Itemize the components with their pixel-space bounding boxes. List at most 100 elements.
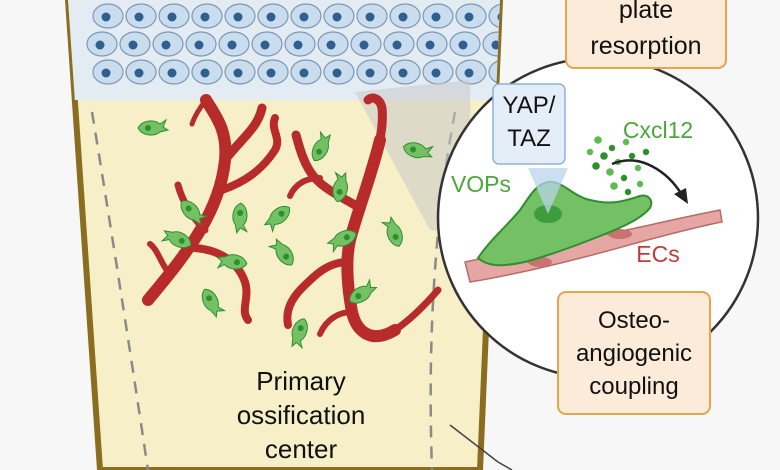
cxcl12-arrow (611, 159, 684, 196)
plate-resorption-callout: plate resorption (565, 0, 727, 69)
vop-cell-body (402, 142, 435, 159)
primary-label-line2: ossification (237, 400, 366, 430)
chondrocyte-nucleus (167, 12, 177, 22)
chondrocyte-nucleus (167, 68, 177, 78)
chondrocyte-nucleus (332, 12, 342, 22)
vessel-right-branch-2 (363, 93, 387, 175)
coupling-label-line1: Osteo- (598, 307, 670, 334)
vop-cell-nucleus (316, 148, 323, 155)
cxcl12-dot (624, 188, 632, 196)
vop-cell-nucleus (343, 234, 350, 241)
cxcl12-dot (586, 148, 594, 156)
vessel-right-branch-4 (287, 175, 323, 199)
cxcl12-dot (600, 152, 608, 160)
chondrocyte-nucleus (194, 40, 204, 50)
vop-cell-nucleus (233, 259, 240, 266)
vop-cell (349, 278, 378, 304)
osteo-angiogenic-callout: Osteo- angiogenic coupling (557, 291, 711, 415)
chondrocyte-nucleus (101, 68, 111, 78)
pointer-line-tail (497, 461, 513, 470)
cxcl12-label: Cxcl12 (623, 117, 693, 143)
chondrocyte-nucleus (398, 68, 408, 78)
blood-vessels (142, 93, 442, 342)
chondrocyte-nucleus (161, 40, 171, 50)
chondrocyte-nucleus (425, 40, 435, 50)
yap-signal-wedge (528, 168, 568, 214)
vops-label: VOPs (451, 171, 511, 197)
vessel-left-trunk (142, 94, 232, 306)
primary-label-line3: center (265, 434, 338, 464)
vop-cell-nucleus (185, 205, 192, 212)
vessel-right-branch-3 (283, 258, 352, 329)
vop-large-cell (476, 180, 653, 267)
vop-cell (232, 202, 249, 235)
chondrocyte-nucleus (332, 68, 342, 78)
cxcl12-dot (628, 152, 636, 160)
vop-cell (180, 200, 209, 226)
chondrocyte-nucleus (392, 40, 402, 50)
chondrocyte-nucleus (200, 68, 210, 78)
arrow-head-icon (674, 188, 688, 204)
vop-cell-body (160, 230, 192, 249)
vessel-left-branch-4 (191, 244, 252, 324)
chondrocyte-cell (488, 3, 500, 29)
vessel-right-trunk (341, 134, 401, 342)
cxcl12-dot (642, 148, 650, 156)
cxcl12-dot (592, 162, 600, 170)
coupling-label-line3: coupling (589, 373, 678, 400)
chondrocyte-nucleus (134, 12, 144, 22)
yap-label-line2: TAZ (507, 125, 551, 152)
chondrocyte-nucleus (398, 12, 408, 22)
chondrocyte-nucleus (95, 40, 105, 50)
vop-cell-body (232, 202, 249, 235)
plate-label-line2: resorption (590, 32, 701, 60)
chondrocyte-nucleus (200, 12, 210, 22)
vop-cell (201, 288, 227, 319)
cxcl12-dot (620, 174, 628, 182)
vop-cell (216, 254, 248, 270)
chondrocyte-nucleus (227, 40, 237, 50)
chondrocyte-nucleus (365, 12, 375, 22)
chondrocyte-nucleus (128, 40, 138, 50)
chondrocyte-nucleus (365, 68, 375, 78)
chondrocyte-nucleus (431, 12, 441, 22)
chondrocyte-nucleus (299, 68, 309, 78)
chondrocyte-nucleus (101, 12, 111, 22)
ec-nucleus (608, 229, 632, 239)
coupling-label-line2: angiogenic (576, 340, 692, 367)
chondrocyte-nucleus (464, 68, 474, 78)
vop-cell (263, 205, 291, 234)
yap-taz-callout: YAP/ TAZ (492, 83, 566, 165)
cxcl12-dot (610, 182, 618, 190)
cxcl12-dot (608, 144, 616, 152)
vop-cell-body (137, 118, 170, 136)
vop-cell-body (291, 318, 308, 350)
primary-label-line1: Primary (256, 366, 346, 396)
chondrocyte-nucleus (359, 40, 369, 50)
vop-cell (291, 318, 308, 350)
chondrocyte-nucleus (266, 68, 276, 78)
chondrocyte-nucleus (260, 40, 270, 50)
vessel-left-branch-6 (189, 97, 209, 127)
vop-cell-body (332, 171, 348, 203)
vop-cell-nucleus (178, 237, 185, 244)
vop-cell-nucleus (283, 253, 290, 260)
vop-cell (402, 142, 435, 159)
vessel-left-branch-1 (220, 103, 267, 165)
vessel-left-branch-2 (218, 114, 282, 194)
chondrocyte-nucleus (299, 12, 309, 22)
chondrocyte-nucleus (431, 68, 441, 78)
cxcl12-dot (606, 168, 614, 176)
chondrocyte-nucleus (464, 12, 474, 22)
chondrocyte-nucleus (293, 40, 303, 50)
cxcl12-dot (636, 180, 644, 188)
chondrocyte-nucleus (458, 40, 468, 50)
ecs-label: ECs (636, 241, 679, 267)
vop-cell-nucleus (237, 210, 244, 217)
vop-cell-nucleus (297, 325, 304, 332)
cxcl12-dots (586, 136, 650, 196)
cxcl12-dot (634, 164, 642, 172)
vop-cell-nucleus (278, 210, 285, 217)
chondrocyte-nucleus (266, 12, 276, 22)
vop-cell-nucleus (392, 233, 399, 240)
